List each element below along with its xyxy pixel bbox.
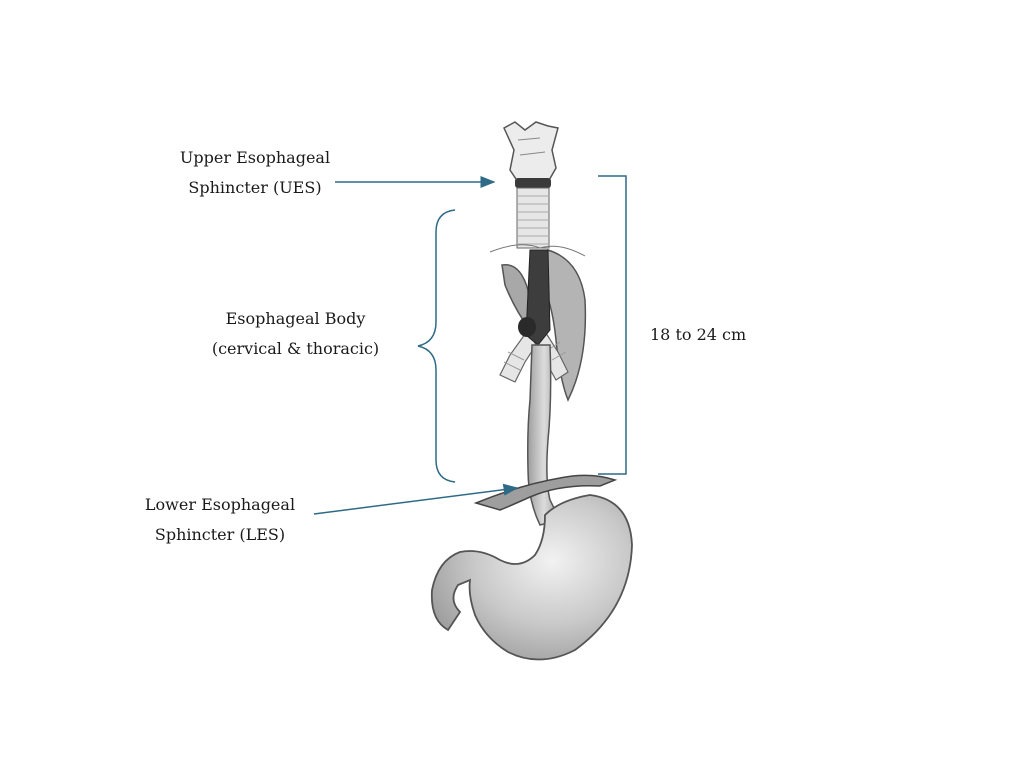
esophageal-body-label: Esophageal Body (cervical & thoracic): [198, 304, 393, 364]
body-label-line1: Esophageal Body: [225, 309, 366, 328]
aorta-illustration: [539, 249, 587, 402]
ues-label-line2: Sphincter (UES): [188, 178, 322, 197]
trachea-illustration: [516, 187, 550, 249]
length-label: 18 to 24 cm: [650, 325, 747, 344]
larynx-illustration: [503, 121, 559, 183]
clavicle-lines: [489, 244, 586, 257]
les-label-line2: Sphincter (LES): [154, 525, 286, 544]
body-label-line2: (cervical & thoracic): [211, 339, 380, 358]
ues-label: Upper Esophageal Sphincter (UES): [160, 143, 350, 203]
les-arrow: [313, 483, 519, 515]
les-label: Lower Esophageal Sphincter (LES): [130, 490, 310, 550]
stomach-illustration: [430, 494, 633, 661]
les-label-line1: Lower Esophageal: [144, 495, 296, 514]
ues-label-line1: Upper Esophageal: [179, 148, 331, 167]
lymph-node: [518, 317, 536, 337]
length-bracket: [598, 175, 627, 475]
diaphragm-illustration: [473, 474, 618, 511]
ues-band: [515, 178, 551, 188]
bronchi-illustration: [499, 328, 569, 383]
esophageal-body-brace: [417, 209, 456, 483]
